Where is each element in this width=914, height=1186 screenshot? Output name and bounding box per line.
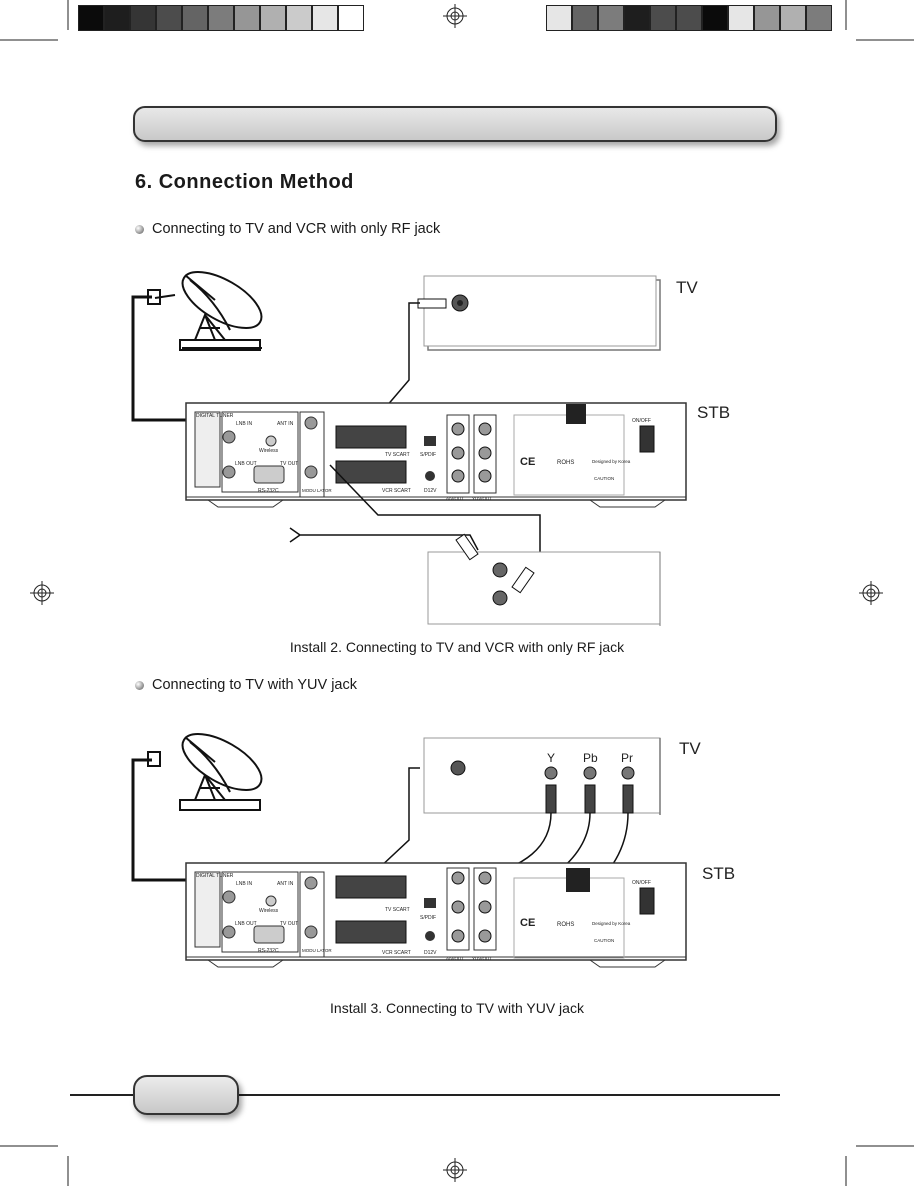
on-off-label: ON/OFF	[632, 418, 651, 424]
yuv-out-label: YUV/OUT	[472, 956, 492, 961]
bullet-rf-text: Connecting to TV and VCR with only RF ja…	[152, 221, 441, 237]
jack-y-label: Y	[547, 751, 555, 765]
tv-label: TV	[676, 278, 698, 297]
color-swatch	[234, 5, 260, 31]
lnb-out-label: LNB OUT	[235, 461, 257, 467]
bullet-icon	[135, 680, 144, 690]
modulator-label: MODU LATOR	[302, 488, 332, 493]
vcr-scart-label: VCR SCART	[382, 950, 411, 956]
color-swatch	[338, 5, 364, 31]
tv-label: TV	[679, 739, 701, 758]
tv-scart-label: TV SCART	[385, 452, 410, 458]
satellite-dish-icon	[147, 733, 263, 811]
ant-in-label: ANT IN	[277, 881, 294, 887]
d12v-label: D12V	[424, 950, 437, 956]
digital-tuner-label: DIGITAL TUNER	[196, 413, 234, 419]
caution-label: CAUTION	[594, 938, 614, 943]
registration-mark-left	[30, 581, 54, 605]
tv-out-label: TV OUT	[280, 461, 298, 467]
color-swatch	[208, 5, 234, 31]
satellite-dish-icon	[147, 271, 263, 351]
registration-mark-right	[859, 581, 883, 605]
jack-pb-label: Pb	[583, 751, 598, 765]
color-swatch	[546, 5, 572, 31]
d12v-label: D12V	[424, 488, 437, 494]
lnb-cable	[131, 295, 200, 422]
caption-install2: Install 2. Connecting to TV and VCR with…	[289, 639, 625, 655]
tv-box	[417, 275, 661, 351]
bullet-icon	[135, 224, 144, 234]
page-number-tab	[133, 1075, 239, 1115]
lnb-cable	[131, 758, 200, 882]
diagram-yuv: Y Pb Pr TV	[131, 733, 735, 968]
header-bar	[133, 106, 777, 142]
color-swatch	[78, 5, 104, 31]
tv-out-label: TV OUT	[280, 921, 298, 927]
color-swatch	[676, 5, 702, 31]
jack-pr-label: Pr	[621, 751, 633, 765]
footer-line	[70, 1094, 780, 1096]
color-swatch	[286, 5, 312, 31]
rs232c-label: RS-232C	[258, 488, 279, 494]
yuv-out-label: YUV/OUT	[472, 496, 492, 501]
bullet-rf: Connecting to TV and VCR with only RF ja…	[135, 221, 440, 237]
tv-scart-label: TV SCART	[385, 907, 410, 913]
stb-label: STB	[702, 864, 735, 883]
ant-in-label: ANT IN	[277, 421, 294, 427]
lnb-in-label: LNB IN	[236, 881, 253, 887]
vcr-scart-label: VCR SCART	[382, 488, 411, 494]
stb-box: CE ROHS Designed by Korea CAUTION DIGITA…	[185, 862, 687, 968]
diagram-rf: TV ROHS Designed by Ko	[131, 271, 730, 626]
color-swatch	[780, 5, 806, 31]
designed-by-label: Designed by Korea	[592, 459, 631, 464]
section-title: 6. Connection Method	[135, 171, 354, 193]
caution-label: CAUTION	[594, 476, 614, 481]
vcr-box	[427, 533, 661, 626]
color-swatch	[130, 5, 156, 31]
svg-text:CE: CE	[520, 456, 535, 468]
designed-by-label: Designed by Korea	[592, 921, 631, 926]
stb-label: STB	[697, 403, 730, 422]
modulator-label: MODU LATOR	[302, 948, 332, 953]
color-swatch	[728, 5, 754, 31]
color-swatch	[182, 5, 208, 31]
color-swatch	[702, 5, 728, 31]
rs232c-label: RS-232C	[258, 948, 279, 954]
rohs-label: ROHS	[557, 460, 574, 466]
svg-text:CE: CE	[520, 917, 535, 929]
on-off-label: ON/OFF	[632, 880, 651, 886]
color-swatch	[598, 5, 624, 31]
wireless-label: Wireless	[259, 448, 279, 454]
wireless-label: Wireless	[259, 908, 279, 914]
color-swatch	[260, 5, 286, 31]
rohs-label: ROHS	[557, 922, 574, 928]
color-swatch	[104, 5, 130, 31]
spdif-label: S/PDIF	[420, 452, 436, 458]
caption-install3: Install 3. Connecting to TV with YUV jac…	[330, 1000, 584, 1016]
bullet-yuv-text: Connecting to TV with YUV jack	[152, 677, 357, 693]
tv-box: Y Pb Pr	[423, 737, 661, 815]
color-swatch	[156, 5, 182, 31]
color-swatch	[650, 5, 676, 31]
registration-mark-bottom	[443, 1158, 467, 1182]
digital-tuner-label: DIGITAL TUNER	[196, 873, 234, 879]
lnb-in-label: LNB IN	[236, 421, 253, 427]
color-swatch	[312, 5, 338, 31]
color-swatch	[572, 5, 598, 31]
bullet-yuv: Connecting to TV with YUV jack	[135, 677, 357, 693]
stb-box: ROHS Designed by Korea CAUTION CE DIGITA…	[185, 402, 687, 508]
lnb-out-label: LNB OUT	[235, 921, 257, 927]
av-out-label: A/V/OUT	[446, 956, 464, 961]
color-swatch	[624, 5, 650, 31]
color-swatch	[754, 5, 780, 31]
spdif-label: S/PDIF	[420, 915, 436, 921]
registration-mark-top	[443, 4, 467, 28]
av-out-label: A/V/OUT	[446, 496, 464, 501]
color-swatch	[806, 5, 832, 31]
